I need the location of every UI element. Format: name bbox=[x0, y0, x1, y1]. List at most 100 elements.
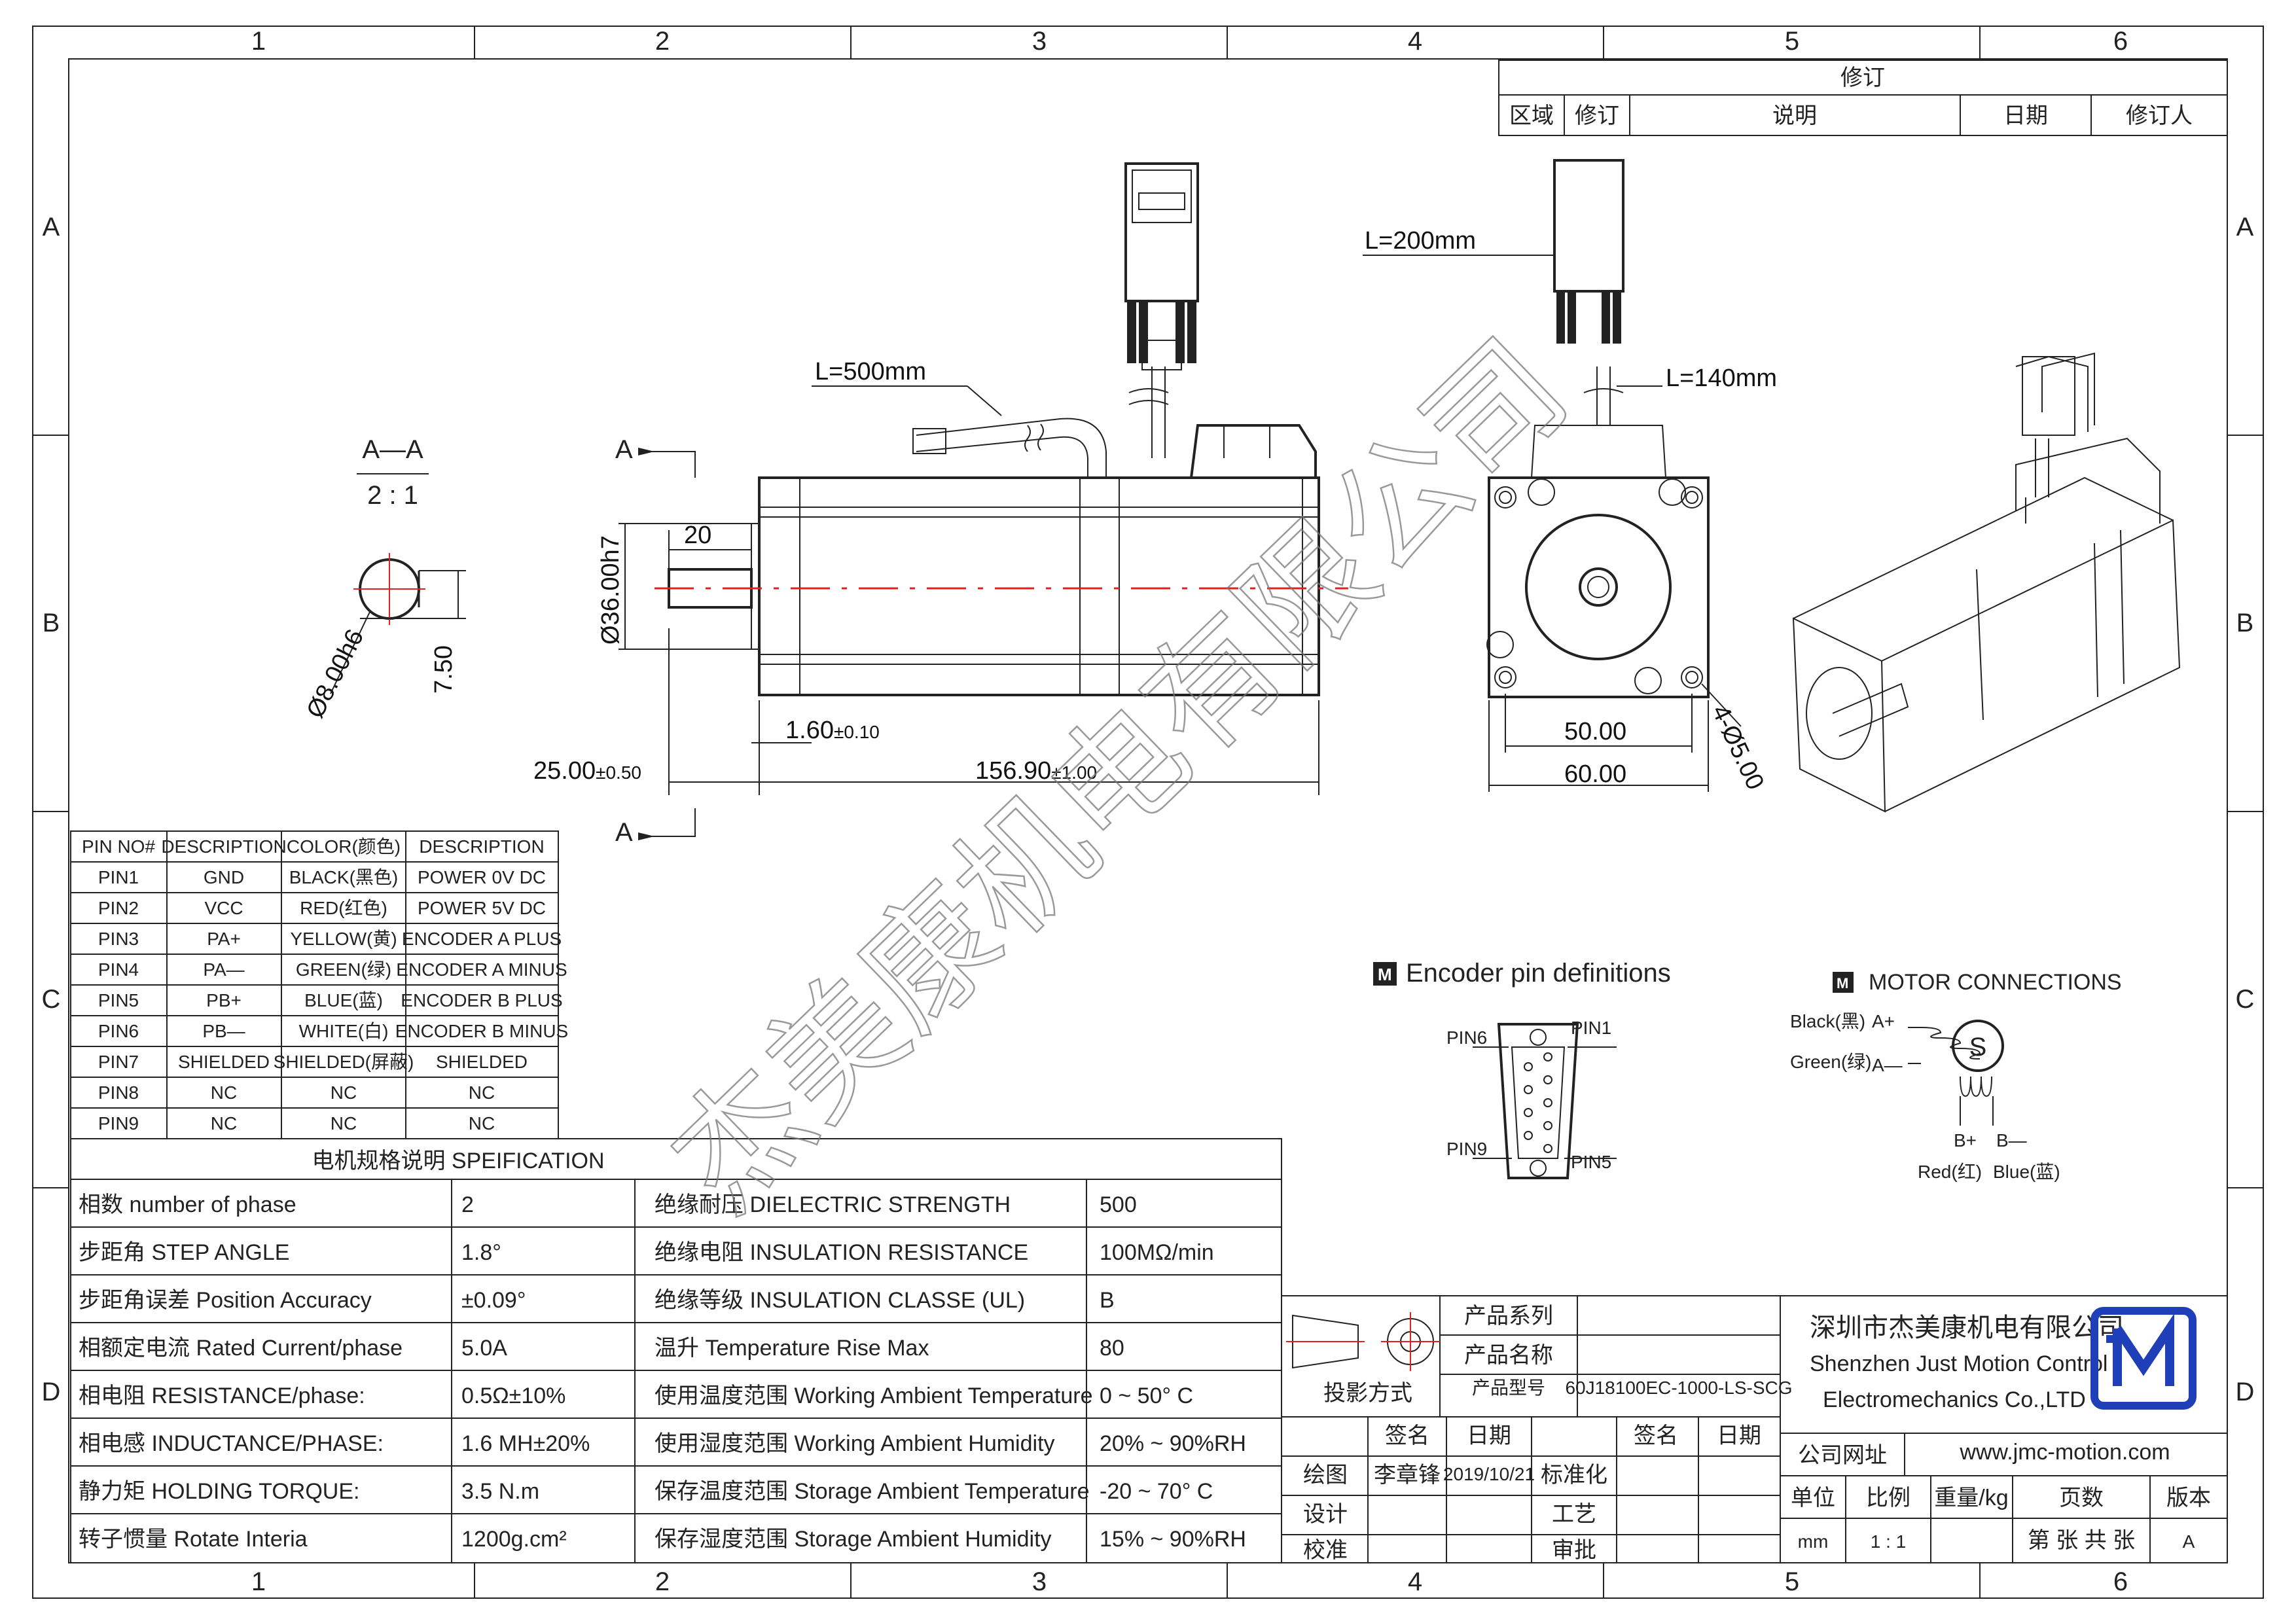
section-scale: 2 : 1 bbox=[367, 481, 418, 510]
date-header-2: 日期 bbox=[1717, 1423, 1761, 1448]
zone-col-3-bottom: 3 bbox=[1032, 1567, 1047, 1596]
pin-table-header-desc: DESCRIPTION bbox=[161, 836, 286, 857]
zone-col-1-bottom: 1 bbox=[251, 1567, 266, 1596]
spec-cell: B bbox=[1100, 1288, 1115, 1313]
standard-label: 标准化 bbox=[1541, 1463, 1607, 1488]
zone-row-b: B bbox=[43, 609, 60, 637]
dim-body-length: 156.90±1.00 bbox=[975, 757, 1097, 785]
draw-label: 绘图 bbox=[1303, 1463, 1348, 1488]
sign-header: 签名 bbox=[1385, 1423, 1429, 1448]
motor-front-view: L=200mm L=140mm 50.00 60.00 4-Ø5.00 bbox=[1363, 159, 1777, 794]
zone-col-4: 4 bbox=[1408, 27, 1422, 56]
pin-table-cell: POWER 5V DC bbox=[418, 898, 546, 918]
pin-table-cell: SHIELDED bbox=[178, 1052, 270, 1072]
jm-logo-icon-2 bbox=[1833, 972, 1854, 993]
encoder-pin1: PIN1 bbox=[1571, 1018, 1611, 1038]
pin-table-cell: PIN7 bbox=[98, 1052, 139, 1072]
pin-table-cell: ENCODER A PLUS bbox=[402, 929, 562, 949]
dim-flange: 60.00 bbox=[1564, 760, 1626, 788]
spec-cell: 1.8° bbox=[461, 1240, 501, 1265]
spec-cell: 保存湿度范围 Storage Ambient Humidity bbox=[655, 1527, 1052, 1552]
model-label: 产品型号 bbox=[1472, 1378, 1545, 1398]
pin-table-cell: POWER 0V DC bbox=[418, 867, 546, 887]
revision-header-rev: 修订 bbox=[1575, 103, 1619, 128]
dim-mount-holes: 4-Ø5.00 bbox=[1706, 701, 1769, 794]
zone-row-c: C bbox=[42, 985, 61, 1014]
revision-header-by: 修订人 bbox=[2126, 103, 2193, 128]
pin-table-cell: VCC bbox=[204, 898, 243, 918]
dim-pilot-depth: 1.60±0.10 bbox=[785, 717, 880, 744]
spec-cell: 2 bbox=[461, 1192, 474, 1217]
spec-cell: ±0.09° bbox=[461, 1288, 526, 1313]
spec-cell: 80 bbox=[1100, 1336, 1124, 1361]
website-label: 公司网址 bbox=[1798, 1443, 1887, 1468]
spec-cell: 相数 number of phase bbox=[79, 1192, 296, 1217]
dim-hole-spacing: 50.00 bbox=[1564, 718, 1626, 745]
pin-table-cell: BLUE(蓝) bbox=[304, 990, 383, 1010]
zone-col-6-bottom: 6 bbox=[2113, 1567, 2128, 1596]
section-name: A—A bbox=[362, 435, 423, 464]
zone-row-a-right: A bbox=[2236, 213, 2254, 241]
pin-table-cell: YELLOW(黄) bbox=[290, 929, 397, 949]
pin-table-header-color: COLOR(颜色) bbox=[287, 836, 401, 857]
pin-table-cell: PIN5 bbox=[98, 990, 139, 1010]
scale-label: 比例 bbox=[1866, 1486, 1910, 1510]
spec-cell: 0 ~ 50° C bbox=[1100, 1383, 1193, 1408]
zone-col-2: 2 bbox=[655, 27, 670, 56]
watermark: 杰美康机电有限公司 bbox=[641, 311, 1596, 1241]
unit-label: 单位 bbox=[1791, 1486, 1835, 1510]
name-label: 产品名称 bbox=[1464, 1343, 1553, 1368]
approve-label: 审批 bbox=[1552, 1538, 1596, 1563]
pin-table-cell: ENCODER B MINUS bbox=[395, 1021, 568, 1041]
pin-table-cell: NC bbox=[211, 1082, 237, 1103]
dim-shaft-flat: 7.50 bbox=[430, 645, 457, 694]
spec-cell: 步距角误差 Position Accuracy bbox=[79, 1288, 372, 1313]
connector-housing bbox=[1189, 424, 1317, 479]
wire-red: Red(红) bbox=[1918, 1162, 1982, 1182]
check-label: 校准 bbox=[1303, 1538, 1348, 1563]
pages-label: 页数 bbox=[2059, 1486, 2104, 1510]
sign-header-2: 签名 bbox=[1634, 1423, 1678, 1448]
jm-logo-icon bbox=[1373, 962, 1397, 986]
zone-row-b-right: B bbox=[2236, 609, 2254, 637]
pin-table-cell: PIN6 bbox=[98, 1021, 139, 1041]
pin-table-cell: PIN8 bbox=[98, 1082, 139, 1103]
pin-table-cell: ENCODER B PLUS bbox=[401, 990, 562, 1010]
pin-table-cell: SHIELDED bbox=[436, 1052, 528, 1072]
spec-cell: 3.5 N.m bbox=[461, 1479, 539, 1504]
pin-table-cell: RED(红色) bbox=[300, 898, 387, 918]
wire-black: Black(黑) bbox=[1790, 1011, 1865, 1031]
pin-table-cell: PA+ bbox=[207, 929, 241, 949]
title-block: 投影方式 产品系列 产品名称 产品型号 60J18100EC-1000-LS-S… bbox=[1281, 1295, 2228, 1563]
svg-text:M: M bbox=[1378, 965, 1392, 984]
zone-col-4-bottom: 4 bbox=[1408, 1567, 1422, 1596]
cut-mark-top: A bbox=[615, 435, 633, 464]
series-label: 产品系列 bbox=[1464, 1304, 1553, 1329]
spec-cell: 转子惯量 Rotate Interia bbox=[79, 1527, 308, 1552]
dim-shaft-diameter: Ø8.00h6 bbox=[302, 625, 370, 722]
pin-table-cell: PIN4 bbox=[98, 959, 139, 980]
wire-blue: Blue(蓝) bbox=[1993, 1162, 2060, 1182]
spec-cell: 绝缘等级 INSULATION CLASSE (UL) bbox=[655, 1288, 1025, 1313]
zone-row-c-right: C bbox=[2236, 985, 2255, 1014]
zone-col-6: 6 bbox=[2113, 27, 2128, 56]
drawer-name: 李章锋 bbox=[1374, 1463, 1441, 1488]
company-name-cn: 深圳市杰美康机电有限公司 bbox=[1810, 1313, 2124, 1342]
pin-table-cell: NC bbox=[211, 1113, 237, 1133]
watermark-text: 杰美康机电有限公司 bbox=[642, 312, 1596, 1240]
zone-col-5-bottom: 5 bbox=[1785, 1567, 1799, 1596]
dim-cable-140: L=140mm bbox=[1666, 365, 1777, 392]
unit-value: mm bbox=[1798, 1531, 1829, 1552]
wire-b-plus: B+ bbox=[1954, 1130, 1977, 1150]
section-a-a: A—A 2 : 1 Ø8.00h6 7.50 bbox=[302, 435, 466, 722]
model-value: 60J18100EC-1000-LS-SCG bbox=[1565, 1378, 1792, 1398]
dim-pilot-diameter: Ø36.00h7 bbox=[597, 535, 624, 645]
pin-table-cell: NC bbox=[469, 1113, 495, 1133]
design-label: 设计 bbox=[1303, 1502, 1348, 1527]
spec-cell: 使用温度范围 Working Ambient Temperature bbox=[655, 1383, 1093, 1408]
pin-table-cell: NC bbox=[331, 1113, 357, 1133]
zone-col-1: 1 bbox=[251, 27, 266, 56]
encoder-pin5: PIN5 bbox=[1571, 1152, 1611, 1172]
pin-table-cell: PIN1 bbox=[98, 867, 139, 887]
